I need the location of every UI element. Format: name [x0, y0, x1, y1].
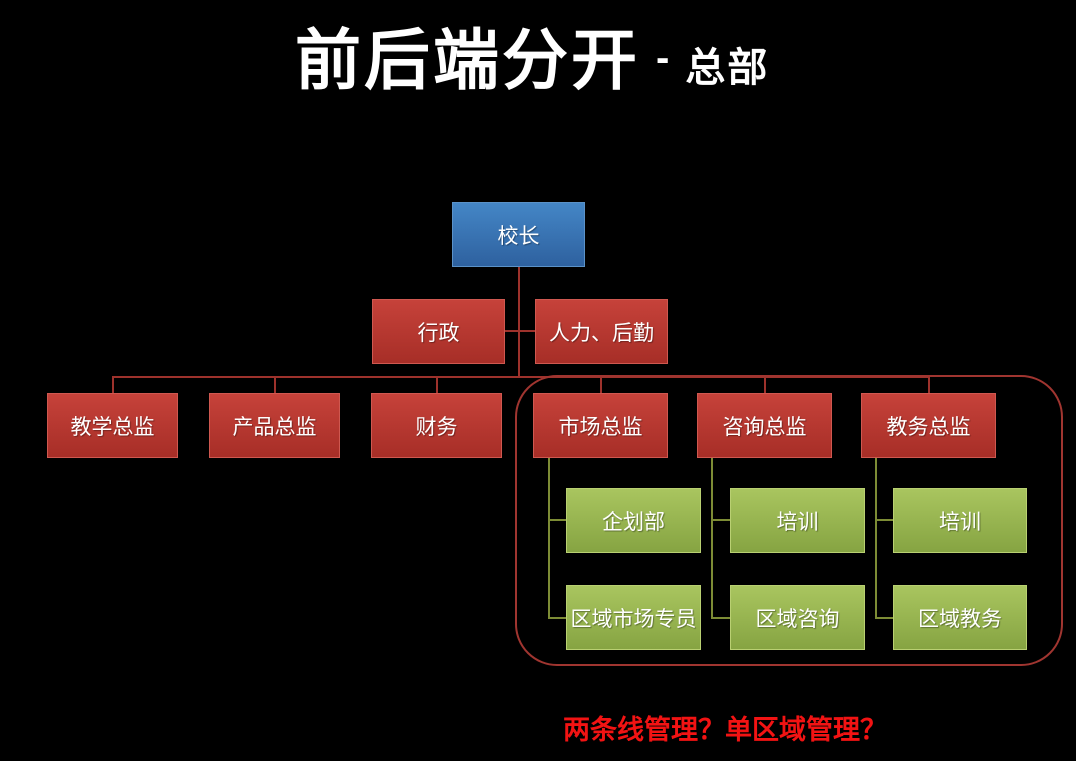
- node-principal-label: 校长: [497, 224, 540, 248]
- node-regional-market-label: 区域市场专员: [570, 607, 697, 631]
- connector-market-vertical: [548, 458, 550, 619]
- node-admin: 行政: [372, 299, 505, 364]
- connector-drop-academic: [928, 377, 930, 394]
- node-consulting-director: 咨询总监: [697, 393, 832, 458]
- connector-drop-consulting: [764, 377, 766, 394]
- page-title: 前后端分开 - 总部: [295, 24, 769, 97]
- node-academic-director-label: 教务总监: [886, 415, 971, 439]
- node-hr-logistics-label: 人力、后勤: [549, 321, 654, 345]
- node-consulting-training: 培训: [730, 488, 865, 553]
- node-finance-label: 财务: [415, 415, 458, 439]
- node-market-director: 市场总监: [533, 393, 668, 458]
- connector-main-horizontal: [112, 376, 930, 378]
- connector-drop-product: [274, 377, 276, 394]
- node-principal: 校长: [452, 202, 585, 267]
- node-hr-logistics: 人力、后勤: [535, 299, 668, 364]
- connector-drop-finance: [436, 377, 438, 394]
- node-planning-dept: 企划部: [566, 488, 701, 553]
- connector-consulting-vertical: [711, 458, 713, 619]
- node-regional-consulting-label: 区域咨询: [755, 607, 840, 631]
- connector-drop-teaching: [112, 377, 114, 394]
- node-regional-academic-label: 区域教务: [918, 607, 1002, 631]
- connector-consulting-stub-bottom: [711, 617, 731, 619]
- node-admin-label: 行政: [417, 321, 460, 345]
- connector-market-stub-bottom: [548, 617, 566, 619]
- node-academic-training: 培训: [893, 488, 1027, 553]
- node-consulting-director-label: 咨询总监: [722, 415, 807, 439]
- connector-market-stub-top: [548, 519, 566, 521]
- node-academic-training-label: 培训: [939, 510, 981, 534]
- node-product-director-label: 产品总监: [232, 415, 317, 439]
- connector-academic-stub-bottom: [875, 617, 894, 619]
- connector-academic-vertical: [875, 458, 877, 619]
- node-finance: 财务: [371, 393, 502, 458]
- connector-drop-market: [600, 377, 602, 394]
- page-title-dash: -: [656, 35, 670, 80]
- footnote-question: 两条线管理？单区域管理？: [563, 715, 887, 745]
- node-academic-director: 教务总监: [861, 393, 996, 458]
- connector-root-trunk: [518, 267, 520, 377]
- node-regional-market: 区域市场专员: [566, 585, 701, 650]
- page-title-main: 前后端分开: [295, 23, 640, 97]
- node-teaching-director: 教学总监: [47, 393, 178, 458]
- connector-academic-stub-top: [875, 519, 894, 521]
- node-regional-academic: 区域教务: [893, 585, 1027, 650]
- node-market-director-label: 市场总监: [558, 415, 643, 439]
- node-consulting-training-label: 培训: [776, 510, 819, 534]
- frontend-group-frame: [515, 375, 1063, 666]
- node-teaching-director-label: 教学总监: [70, 415, 155, 439]
- page-title-sub: 总部: [685, 45, 770, 90]
- node-regional-consulting: 区域咨询: [730, 585, 865, 650]
- node-product-director: 产品总监: [209, 393, 340, 458]
- node-planning-dept-label: 企划部: [602, 510, 665, 534]
- connector-staff-stub: [504, 330, 536, 332]
- connector-consulting-stub-top: [711, 519, 731, 521]
